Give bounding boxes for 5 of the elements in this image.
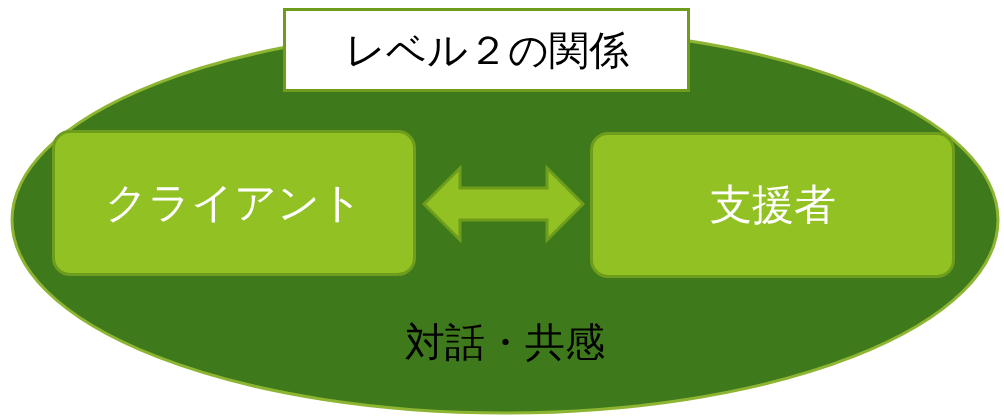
rounded-box: 支援者 (590, 132, 955, 278)
title-box: レベル２の関係 (283, 8, 690, 92)
rounded-box: クライアント (52, 130, 416, 276)
ellipse-label: 対話・共感 (404, 318, 606, 367)
double-arrow (421, 164, 586, 244)
